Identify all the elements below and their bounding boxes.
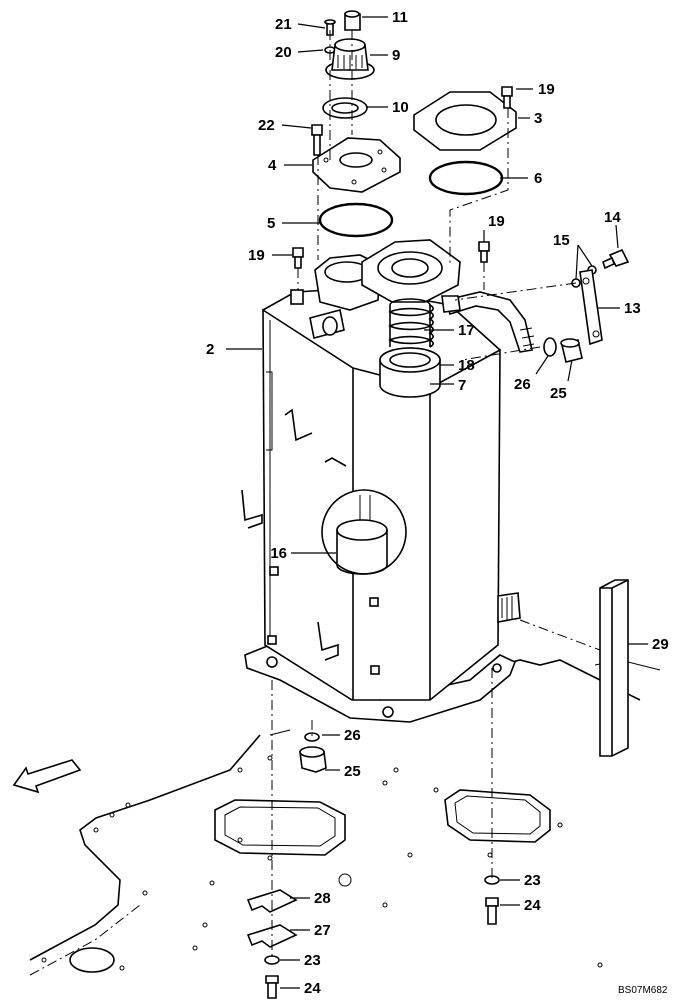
part-rubber-pad (599, 579, 629, 757)
frame-holes (41, 755, 603, 971)
callout-5: 5 (267, 215, 275, 232)
callout-2: 2 (206, 341, 214, 358)
part-screw (324, 19, 336, 36)
callout-29: 29 (652, 636, 669, 653)
part-bolt-19b (292, 247, 304, 269)
part-bracket-bolt (602, 248, 630, 270)
callout-14: 14 (604, 209, 621, 226)
callout-17: 17 (458, 322, 475, 339)
callout-6: 6 (534, 170, 542, 187)
part-o-ring-26a (543, 337, 557, 357)
assembly-centerlines (271, 30, 601, 960)
callout-labels: 21 11 20 9 19 10 22 3 4 6 5 19 14 15 19 … (206, 9, 669, 997)
part-cap (344, 10, 361, 31)
callout-19-right: 19 (488, 213, 505, 230)
callout-24-right: 24 (524, 897, 541, 914)
part-bolt-19a (501, 86, 513, 109)
callout-15: 15 (553, 232, 570, 249)
tank-top-ports (309, 239, 535, 398)
part-o-ring-26b (304, 732, 320, 742)
callout-13: 13 (624, 300, 641, 317)
callout-27: 27 (314, 922, 331, 939)
callout-19-left: 19 (248, 247, 265, 264)
callout-9: 9 (392, 47, 400, 64)
part-bolt-24a (485, 897, 499, 925)
callout-24-left: 24 (304, 980, 321, 997)
callout-26-lower: 26 (344, 727, 361, 744)
part-cover-plate (312, 137, 401, 193)
callout-26-upper: 26 (514, 376, 531, 393)
callout-19-top: 19 (538, 81, 555, 98)
callout-3: 3 (534, 110, 542, 127)
part-gasket (322, 97, 368, 119)
callout-23-right: 23 (524, 872, 541, 889)
leader-lines (226, 16, 648, 989)
part-bolt-24b (265, 975, 279, 999)
callout-25-lower: 25 (344, 763, 361, 780)
sight-gauge (321, 489, 407, 575)
part-o-ring-large (428, 160, 504, 196)
part-flange-cover (413, 91, 517, 151)
callout-4: 4 (268, 157, 277, 174)
part-plug-25b (299, 746, 327, 773)
callout-18: 18 (458, 357, 475, 374)
callout-16: 16 (270, 545, 287, 562)
callout-20: 20 (275, 44, 292, 61)
callout-21: 21 (275, 16, 292, 33)
part-o-ring (318, 202, 394, 238)
drawing-code: BS07M682 (618, 985, 668, 996)
part-bracket (579, 269, 603, 346)
callout-10: 10 (392, 99, 409, 116)
front-direction-arrow-icon (12, 759, 82, 794)
callout-11: 11 (392, 9, 408, 26)
part-breather (325, 38, 375, 80)
part-plug-25a (560, 338, 583, 363)
part-washer-23b (264, 955, 280, 965)
callout-25-upper: 25 (550, 385, 567, 402)
callout-28: 28 (314, 890, 331, 907)
callout-23-left: 23 (304, 952, 321, 969)
callout-7: 7 (458, 377, 466, 394)
part-bolt-19c (478, 241, 490, 263)
base-frame (29, 659, 661, 976)
callout-22: 22 (258, 117, 275, 134)
part-bolt (311, 124, 323, 156)
